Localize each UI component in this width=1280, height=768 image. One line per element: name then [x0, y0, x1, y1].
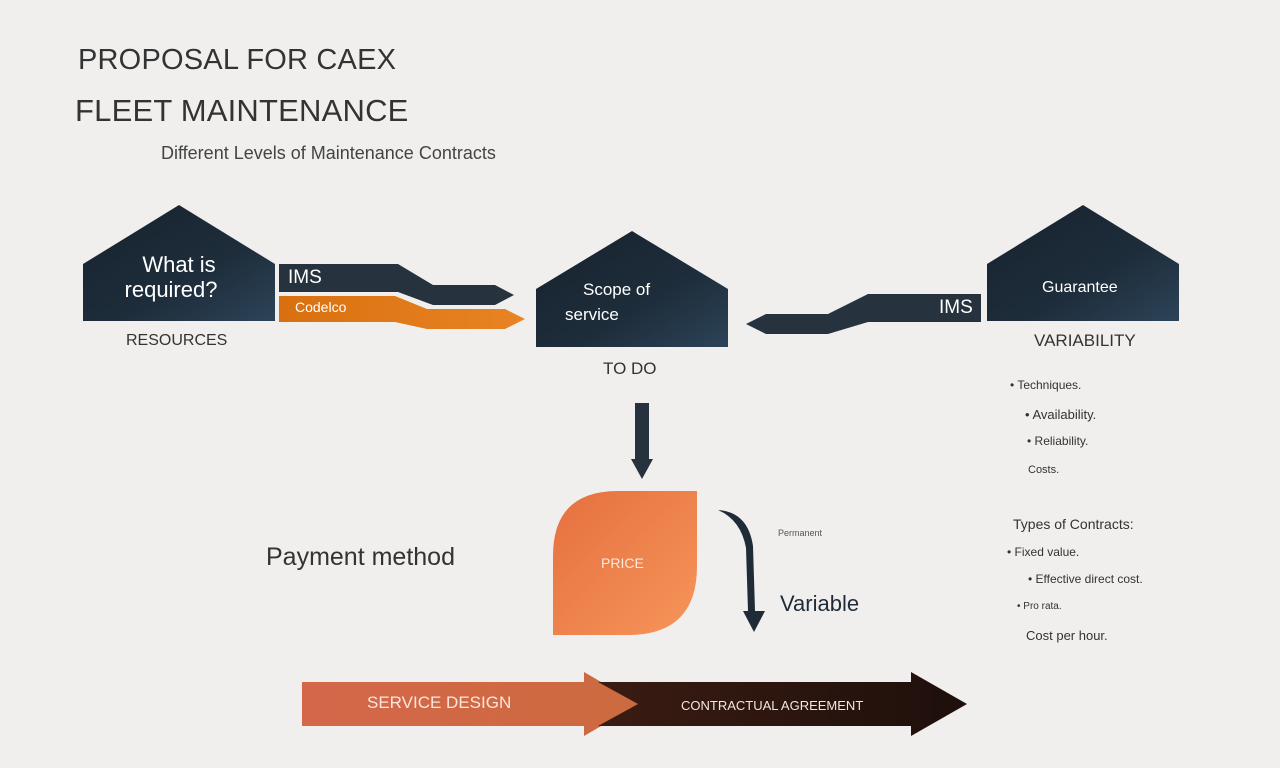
- codelco-arrow: [279, 296, 525, 329]
- down-arrow: [631, 403, 653, 479]
- house-center-text-line2: service: [565, 305, 619, 324]
- contracts-heading: Types of Contracts:: [1013, 516, 1134, 532]
- caption-resources: RESOURCES: [126, 332, 228, 349]
- variability-item: • Reliability.: [1027, 434, 1089, 448]
- variability-item: • Availability.: [1025, 407, 1097, 422]
- contractual-agreement-label: CONTRACTUAL AGREEMENT: [681, 698, 864, 713]
- house-left-text-line1: What is: [142, 252, 216, 277]
- variability-item: Costs.: [1028, 464, 1060, 476]
- house-left-text-line2: required?: [124, 277, 218, 302]
- house-center-text-line1: Scope of: [583, 280, 651, 299]
- permanent-label: Permanent: [778, 528, 823, 538]
- ims-arrow-right: [746, 294, 981, 334]
- contract-item: • Fixed value.: [1007, 545, 1080, 559]
- house-right-text: Guarantee: [1042, 279, 1118, 296]
- house-left-text: What is required?: [83, 252, 259, 302]
- contract-item: • Effective direct cost.: [1028, 572, 1143, 586]
- variable-label: Variable: [780, 591, 860, 616]
- caption-variability: VARIABILITY: [1034, 331, 1136, 350]
- subtitle: Different Levels of Maintenance Contract…: [161, 143, 496, 163]
- house-center-shape: [536, 231, 728, 347]
- ims-right-label: IMS: [939, 297, 973, 318]
- ims-left-label: IMS: [288, 267, 322, 288]
- ims-arrow-left: [279, 264, 514, 305]
- contract-item: • Pro rata.: [1017, 601, 1062, 612]
- service-design-arrow: [302, 672, 639, 736]
- house-right-shape: [987, 205, 1179, 321]
- house-left-shape: [83, 205, 275, 321]
- service-design-label: SERVICE DESIGN: [367, 693, 512, 712]
- title-line1: PROPOSAL FOR CAEX: [78, 44, 397, 76]
- contractual-agreement-arrow: [598, 672, 967, 736]
- payment-method-label: Payment method: [266, 543, 455, 571]
- price-shape: [553, 491, 697, 635]
- price-label: PRICE: [601, 555, 644, 571]
- contract-item: Cost per hour.: [1026, 628, 1108, 643]
- house-center-text: Scope of service: [565, 277, 650, 327]
- caption-to-do: TO DO: [603, 359, 657, 378]
- curved-arrow: [718, 510, 765, 632]
- variability-item: • Techniques.: [1010, 378, 1082, 392]
- title-line2: FLEET MAINTENANCE: [75, 93, 409, 128]
- codelco-label: Codelco: [295, 299, 347, 315]
